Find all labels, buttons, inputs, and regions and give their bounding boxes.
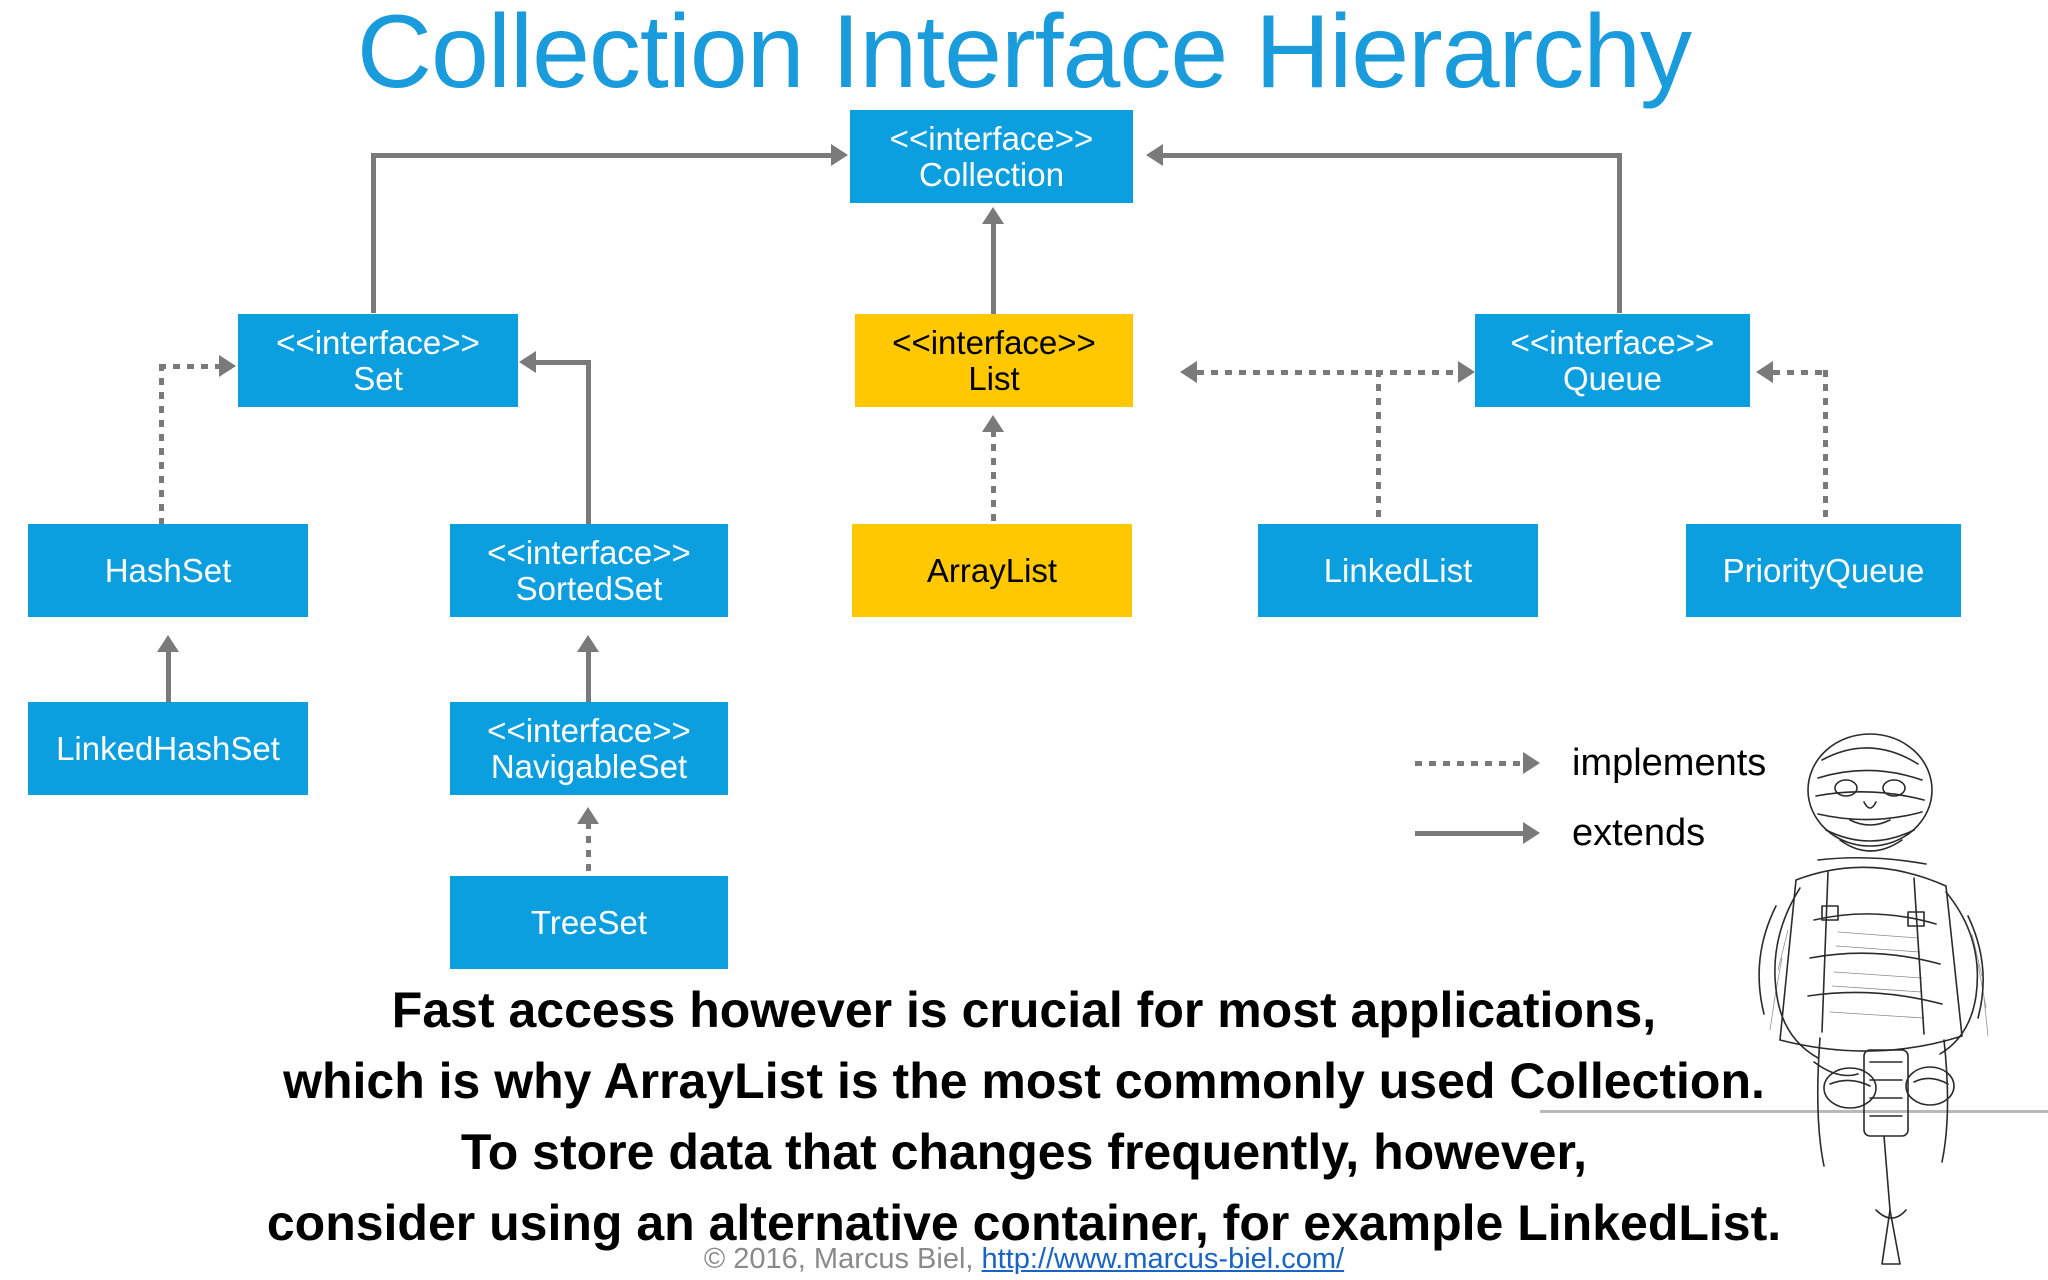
node-queue[interactable]: <<interface>> Queue — [1475, 314, 1750, 407]
edge-linkedlist-to-list-arrowhead — [1180, 361, 1197, 383]
node-set-stereotype: <<interface>> — [276, 324, 480, 362]
page-title: Collection Interface Hierarchy — [356, 0, 1692, 110]
node-queue-label: Queue — [1562, 359, 1663, 397]
edge-linkedhashset-to-hashset-line — [166, 650, 171, 702]
edge-priorityqueue-to-queue-horizontal — [1773, 370, 1827, 375]
node-linkedlist[interactable]: LinkedList — [1258, 524, 1538, 617]
legend-extends-arrowhead — [1523, 822, 1540, 844]
edge-arraylist-to-list-line — [991, 430, 996, 522]
node-treeset-label: TreeSet — [530, 903, 648, 941]
caption-line-3: To store data that changes frequently, h… — [460, 1124, 1588, 1180]
footer-copyright: © 2016, Marcus Biel, — [703, 1243, 982, 1275]
node-sortedset[interactable]: <<interface>> SortedSet — [450, 524, 728, 617]
caption-line-2: which is why ArrayList is the most commo… — [283, 1053, 1765, 1109]
edge-treeset-to-navigableset-line — [586, 822, 591, 876]
legend-extends-line — [1415, 831, 1525, 836]
edge-queue-to-collection-vertical — [1617, 153, 1622, 313]
edge-navigableset-to-sortedset-arrowhead — [577, 635, 599, 652]
edge-linkedlist-to-list-horizontal — [1197, 370, 1379, 375]
edge-priorityqueue-to-queue-vertical — [1823, 370, 1828, 522]
edge-hashset-to-set-horizontal — [159, 364, 221, 369]
node-arraylist[interactable]: ArrayList — [852, 524, 1132, 617]
edge-set-to-collection-arrowhead — [831, 144, 848, 166]
node-list-label: List — [968, 359, 1020, 397]
edge-linkedlist-to-queue-horizontal — [1376, 370, 1464, 375]
edge-linkedhashset-to-hashset-arrowhead — [157, 635, 179, 652]
edge-set-to-collection-horizontal — [371, 153, 831, 158]
edge-list-to-collection-line — [991, 222, 996, 314]
edge-list-to-collection-arrowhead — [982, 207, 1004, 224]
edge-queue-to-collection-arrowhead — [1146, 144, 1163, 166]
node-set-label: Set — [353, 359, 403, 397]
legend-implements-label: implements — [1572, 742, 1767, 784]
edge-linkedlist-to-queue-arrowhead — [1458, 361, 1475, 383]
node-sortedset-label: SortedSet — [515, 569, 663, 607]
edge-sortedset-to-set-vertical — [586, 360, 591, 524]
node-list-stereotype: <<interface>> — [892, 324, 1096, 362]
legend-implements-arrowhead — [1523, 752, 1540, 774]
edge-queue-to-collection-horizontal — [1163, 153, 1622, 158]
node-arraylist-label: ArrayList — [926, 551, 1058, 589]
caption-line-1: Fast access however is crucial for most … — [391, 982, 1657, 1038]
node-set[interactable]: <<interface>> Set — [238, 314, 518, 407]
node-sortedset-stereotype: <<interface>> — [487, 534, 691, 572]
footer-link[interactable]: http://www.marcus-biel.com/ — [981, 1243, 1345, 1275]
node-priorityqueue[interactable]: PriorityQueue — [1686, 524, 1961, 617]
edge-sortedset-to-set-arrowhead — [519, 351, 536, 373]
node-treeset[interactable]: TreeSet — [450, 876, 728, 969]
footer: © 2016, Marcus Biel, http://www.marcus-b… — [0, 1243, 2048, 1276]
node-navigableset[interactable]: <<interface>> NavigableSet — [450, 702, 728, 795]
node-linkedhashset-label: LinkedHashSet — [56, 729, 280, 767]
node-navigableset-stereotype: <<interface>> — [487, 712, 691, 750]
edge-navigableset-to-sortedset-line — [586, 650, 591, 702]
edge-priorityqueue-to-queue-arrowhead — [1756, 361, 1773, 383]
edge-hashset-to-set-arrowhead — [219, 355, 236, 377]
edge-linkedlist-to-list-vertical — [1376, 370, 1381, 525]
node-priorityqueue-label: PriorityQueue — [1722, 551, 1925, 589]
node-hashset-label: HashSet — [104, 551, 232, 589]
worker-illustration — [1758, 733, 1989, 1265]
caption-line-4: consider using an alternative container,… — [266, 1195, 1782, 1251]
node-hashset[interactable]: HashSet — [28, 524, 308, 617]
legend-extends-label: extends — [1572, 812, 1706, 854]
edge-arraylist-to-list-arrowhead — [982, 415, 1004, 432]
node-linkedlist-label: LinkedList — [1323, 551, 1473, 589]
node-queue-stereotype: <<interface>> — [1510, 324, 1715, 362]
edge-hashset-to-set-vertical — [159, 364, 164, 526]
node-collection[interactable]: <<interface>> Collection — [850, 110, 1133, 203]
node-linkedhashset[interactable]: LinkedHashSet — [28, 702, 308, 795]
edge-set-to-collection-vertical — [371, 153, 376, 313]
node-collection-label: Collection — [919, 155, 1064, 193]
node-collection-stereotype: <<interface>> — [889, 120, 1094, 158]
node-list[interactable]: <<interface>> List — [855, 314, 1133, 407]
ground-line — [1540, 1110, 2048, 1113]
legend-implements-line — [1415, 761, 1525, 766]
node-navigableset-label: NavigableSet — [490, 747, 688, 785]
edge-sortedset-to-set-horizontal — [536, 360, 590, 365]
edge-treeset-to-navigableset-arrowhead — [577, 807, 599, 824]
